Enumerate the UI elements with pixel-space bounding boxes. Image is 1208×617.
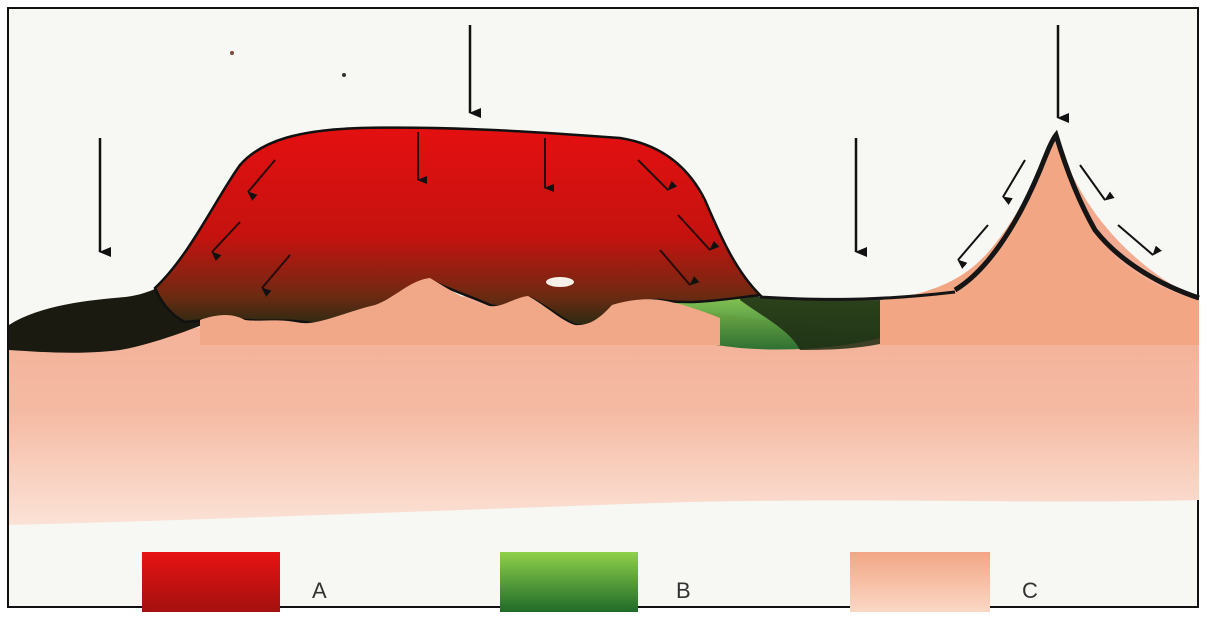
slope-flow-arrow [1003,160,1025,197]
legend-label-b: B [676,578,691,604]
speck [230,51,234,55]
slope-flow-arrow [958,225,988,260]
highlight-spot [546,277,574,287]
legend-swatch-c [850,552,990,612]
legend-swatch-a [142,552,280,612]
legend-swatch-b [500,552,638,612]
legend-label-a: A [312,578,327,604]
legend-label-c: C [1022,578,1038,604]
speck [342,73,346,77]
slope-flow-arrow [1080,165,1105,200]
